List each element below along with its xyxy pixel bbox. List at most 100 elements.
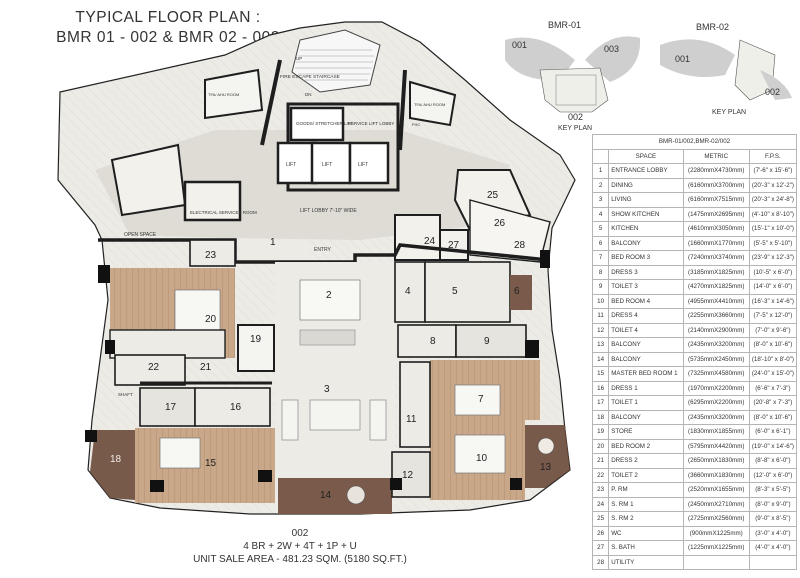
schedule-row-space: TOILET 4 xyxy=(608,322,684,338)
schedule-row-number: 4 xyxy=(591,206,610,222)
schedule-row-fps: (7'-0" x 9'-6") xyxy=(748,322,798,338)
schedule-row-space: DRESS 4 xyxy=(608,308,684,324)
balcony-14 xyxy=(278,478,392,514)
room-number-2: 2 xyxy=(326,290,332,301)
schedule-row-metric: (6295mmX2200mm) xyxy=(682,395,750,411)
schedule-row-space: S. RM 2 xyxy=(608,511,684,527)
schedule-row-space: LIVING xyxy=(608,192,684,208)
schedule-row-number: 18 xyxy=(591,409,610,425)
schedule-row-metric: (3660mmX1830mm) xyxy=(682,467,750,483)
label-open-space: OPEN SPACE xyxy=(124,232,157,238)
schedule-row-metric: (6160mmX7515mm) xyxy=(682,192,750,208)
schedule-row-fps: (3'-0" x 4'-0") xyxy=(748,525,798,541)
lift-1 xyxy=(276,141,318,185)
schedule-row-fps: (20'-8" x 7'-3") xyxy=(748,395,798,411)
schedule-row-metric: (1830mmX1855mm) xyxy=(682,424,750,440)
schedule-row-space: STORE xyxy=(608,424,684,440)
schedule-row-metric: (2650mmX1830mm) xyxy=(682,453,750,469)
room-number-9: 9 xyxy=(484,336,490,347)
schedule-row-metric: (2725mmX2560mm) xyxy=(682,511,750,527)
room-number-18: 18 xyxy=(110,454,122,465)
schedule-row-fps: (8'-0" x 10'-6") xyxy=(748,409,798,425)
schedule-row-space: BED ROOM 3 xyxy=(608,250,684,266)
schedule-row-fps: (24'-0" x 15'-0") xyxy=(748,366,798,382)
area-schedule-table: BMR-01/002,BMR-02/002 SPACE METRIC F.P.S… xyxy=(591,134,798,570)
label-goods-lift: GOODS/ STRETCHER LIFT xyxy=(296,121,354,126)
schedule-row-space: DRESS 1 xyxy=(608,380,684,396)
schedule-row-number: 26 xyxy=(591,525,610,541)
schedule-row-fps: (8'-3" x 5'-5") xyxy=(748,482,798,498)
schedule-header-metric: METRIC xyxy=(682,148,750,164)
room-number-14: 14 xyxy=(320,490,332,501)
schedule-row-space: BALCONY xyxy=(608,337,684,353)
balcony-6 xyxy=(510,275,532,310)
label-lift-2: LIFT xyxy=(322,162,332,168)
schedule-row-fps: (19'-0" x 14'-6") xyxy=(748,438,798,454)
plan-title-line1: TYPICAL FLOOR PLAN : xyxy=(75,9,261,26)
schedule-row-fps: (10'-5" x 6'-0") xyxy=(748,264,798,280)
schedule-row-metric: (5795mmX4420mm) xyxy=(682,438,750,454)
schedule-row-fps: (8'-0" x 9'-0") xyxy=(748,496,798,512)
schedule-row-number: 17 xyxy=(591,395,610,411)
schedule-row-space: BALCONY xyxy=(608,409,684,425)
schedule-row-fps: (4'-0" x 4'-0") xyxy=(748,540,798,556)
room-number-26: 26 xyxy=(494,218,506,229)
schedule-row-space: S. BATH xyxy=(608,540,684,556)
schedule-row-fps: (6'-0" x 6'-1") xyxy=(748,424,798,440)
schedule-row-number: 22 xyxy=(591,467,610,483)
schedule-row-number: 21 xyxy=(591,453,610,469)
lift-2 xyxy=(310,141,352,185)
room-number-10: 10 xyxy=(476,453,488,464)
schedule-row-space: BALCONY xyxy=(608,351,684,367)
schedule-row-metric: (1970mmX2200mm) xyxy=(682,380,750,396)
schedule-row-number: 13 xyxy=(591,337,610,353)
schedule-caption: BMR-01/002,BMR-02/002 xyxy=(592,134,797,150)
schedule-row-metric: (900mmX1225mm) xyxy=(682,525,750,541)
schedule-row-metric: (2435mmX3200mm) xyxy=(682,409,750,425)
schedule-row-space: BALCONY xyxy=(608,235,684,251)
schedule-row-number: 10 xyxy=(591,293,610,309)
schedule-row-metric: (1660mmX1770mm) xyxy=(682,235,750,251)
room-number-12: 12 xyxy=(402,470,414,481)
lift-3 xyxy=(348,141,390,185)
schedule-row-fps: (16'-3" x 14'-6") xyxy=(748,293,798,309)
schedule-row-fps: (8'-0" x 10'-6") xyxy=(748,337,798,353)
room-number-23: 23 xyxy=(205,250,217,261)
schedule-header-space: SPACE xyxy=(608,148,684,164)
schedule-row-fps: (4'-10" x 8'-10") xyxy=(748,206,798,222)
label-dn: DN xyxy=(305,92,312,97)
key-plan-bmr-01: 001 003 002 BMR-01 KEY PLAN xyxy=(505,20,641,132)
schedule-header-fps: F.P.S. xyxy=(748,148,798,164)
electrical-room xyxy=(183,180,242,222)
key-plan-2-name: BMR-02 xyxy=(696,22,729,32)
room-number-19: 19 xyxy=(250,334,262,345)
room-number-25: 25 xyxy=(487,190,499,201)
schedule-row-number: 16 xyxy=(591,380,610,396)
schedule-row-fps: (6'-6" x 7'-3") xyxy=(748,380,798,396)
schedule-row-metric: (6160mmX3700mm) xyxy=(682,177,750,193)
schedule-row-fps: (7'-6" x 15'-6") xyxy=(748,163,798,179)
key-plan-bmr-02: 001 002 BMR-02 KEY PLAN xyxy=(660,22,792,116)
schedule-row-number: 7 xyxy=(591,250,610,266)
room-number-3: 3 xyxy=(324,384,330,395)
schedule-row-space: DRESS 3 xyxy=(608,264,684,280)
schedule-row-space: TOILET 1 xyxy=(608,395,684,411)
room-number-6: 6 xyxy=(514,286,520,297)
